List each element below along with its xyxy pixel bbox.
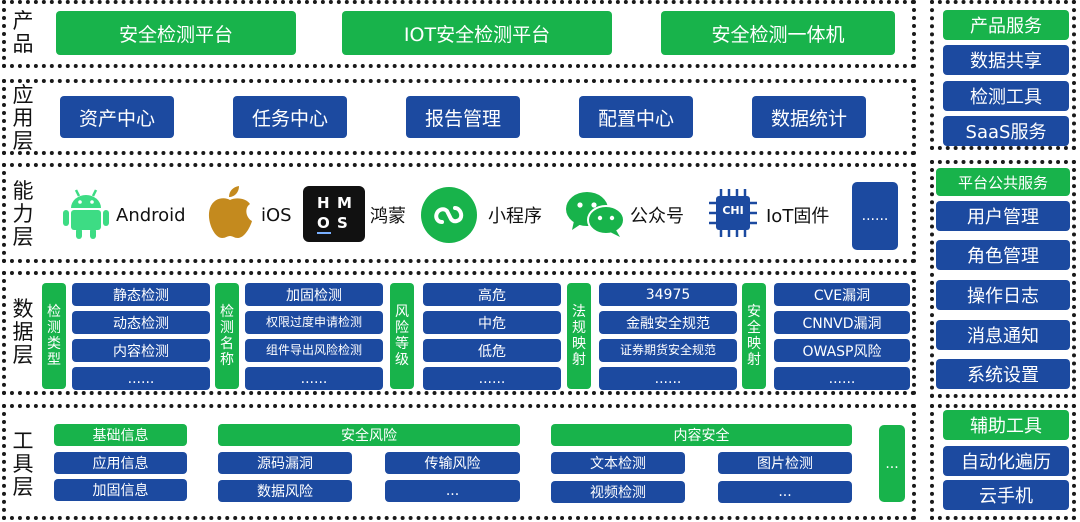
tools-layer bbox=[2, 404, 916, 520]
product-services-panel bbox=[930, 0, 1076, 150]
aux-tools-title: 辅助工具 bbox=[943, 410, 1069, 440]
platform-services-title: 平台公共服务 bbox=[936, 168, 1070, 196]
application-layer bbox=[2, 79, 916, 155]
data-item[interactable]: 静态检测 bbox=[72, 283, 210, 306]
data-item[interactable]: ...... bbox=[423, 367, 561, 390]
application-layer-label: 应 用 层 bbox=[12, 83, 34, 153]
app-item-report-management[interactable]: 报告管理 bbox=[406, 96, 520, 138]
android-icon bbox=[60, 186, 112, 240]
platform-services-panel bbox=[930, 160, 1076, 398]
harmonyos-icon: H M O S bbox=[303, 186, 365, 242]
data-item[interactable]: CVE漏洞 bbox=[774, 283, 910, 306]
product-item[interactable]: IOT安全检测平台 bbox=[342, 11, 612, 55]
data-item[interactable]: ...... bbox=[774, 367, 910, 390]
hmos-letter: H bbox=[317, 194, 330, 212]
app-item-asset-center[interactable]: 资产中心 bbox=[60, 96, 174, 138]
data-item[interactable]: ...... bbox=[599, 367, 737, 390]
chip-text: CHI bbox=[722, 204, 744, 217]
capability-layer-label: 能 力 层 bbox=[12, 179, 34, 249]
app-item-data-statistics[interactable]: 数据统计 bbox=[752, 96, 866, 138]
tools-basic-info-title: 基础信息 bbox=[54, 424, 187, 446]
data-group-title-security-mapping: 安 全 映 射 bbox=[742, 283, 766, 389]
sidebar-item[interactable]: SaaS服务 bbox=[943, 116, 1069, 146]
tools-item[interactable]: ... bbox=[385, 480, 520, 502]
data-item[interactable]: 组件导出风险检测 bbox=[245, 339, 383, 362]
capability-official-account-label: 公众号 bbox=[630, 206, 684, 227]
hmos-letter: S bbox=[337, 214, 348, 232]
tools-item[interactable]: 源码漏洞 bbox=[218, 452, 352, 474]
product-item[interactable]: 安全检测一体机 bbox=[661, 11, 895, 55]
tools-item[interactable]: 加固信息 bbox=[54, 479, 187, 501]
data-group-title-detection-name: 检 测 名 称 bbox=[215, 283, 239, 389]
tools-item[interactable]: 文本检测 bbox=[551, 452, 685, 474]
sidebar-item[interactable]: 云手机 bbox=[943, 480, 1069, 510]
capability-ios-label: iOS bbox=[261, 204, 292, 226]
aux-tools-panel bbox=[930, 404, 1076, 520]
capability-more[interactable]: ...... bbox=[852, 182, 898, 250]
sidebar-item[interactable]: 系统设置 bbox=[936, 359, 1070, 389]
product-layer bbox=[2, 0, 916, 68]
data-item[interactable]: 证券期货安全规范 bbox=[599, 339, 737, 362]
sidebar-item[interactable]: 消息通知 bbox=[936, 320, 1070, 350]
tools-item[interactable]: 视频检测 bbox=[551, 481, 685, 503]
data-group-title-detection-type: 检 测 类 型 bbox=[42, 283, 66, 389]
chip-icon: CHI bbox=[706, 186, 760, 240]
tools-content-security-title: 内容安全 bbox=[551, 424, 852, 446]
capability-android-label: Android bbox=[116, 204, 186, 226]
data-group-title-risk-level: 风 险 等 级 bbox=[390, 283, 414, 389]
sidebar-item[interactable]: 角色管理 bbox=[936, 240, 1070, 270]
data-item[interactable]: CNNVD漏洞 bbox=[774, 311, 910, 334]
tools-item[interactable]: 传输风险 bbox=[385, 452, 520, 474]
mini-program-icon bbox=[420, 186, 478, 244]
tools-item[interactable]: 应用信息 bbox=[54, 452, 187, 474]
data-item[interactable]: 34975 bbox=[599, 283, 737, 306]
data-group-title-regulation-mapping: 法 规 映 射 bbox=[567, 283, 591, 389]
hmos-letter: O bbox=[317, 214, 330, 232]
sidebar-item[interactable]: 用户管理 bbox=[936, 201, 1070, 231]
app-item-task-center[interactable]: 任务中心 bbox=[233, 96, 347, 138]
tools-more[interactable]: ... bbox=[879, 425, 905, 502]
wechat-icon bbox=[564, 190, 626, 238]
tools-layer-label: 工 具 层 bbox=[12, 429, 34, 499]
app-item-config-center[interactable]: 配置中心 bbox=[579, 96, 693, 138]
tools-item[interactable]: ... bbox=[718, 481, 852, 503]
data-item[interactable]: ...... bbox=[72, 367, 210, 390]
data-item[interactable]: 动态检测 bbox=[72, 311, 210, 334]
hmos-letter: M bbox=[337, 194, 352, 212]
product-services-title: 产品服务 bbox=[943, 10, 1069, 40]
capability-layer bbox=[2, 163, 916, 263]
tools-item[interactable]: 图片检测 bbox=[718, 452, 852, 474]
data-layer bbox=[2, 271, 916, 395]
capability-harmony-label: 鸿蒙 bbox=[370, 206, 406, 227]
sidebar-item[interactable]: 操作日志 bbox=[936, 280, 1070, 310]
data-item[interactable]: 内容检测 bbox=[72, 339, 210, 362]
product-item[interactable]: 安全检测平台 bbox=[56, 11, 296, 55]
data-item[interactable]: 中危 bbox=[423, 311, 561, 334]
capability-miniprogram-label: 小程序 bbox=[488, 206, 542, 227]
data-item[interactable]: 低危 bbox=[423, 339, 561, 362]
data-item[interactable]: 高危 bbox=[423, 283, 561, 306]
tools-item[interactable]: 数据风险 bbox=[218, 480, 352, 502]
data-layer-label: 数 据 层 bbox=[12, 297, 34, 367]
sidebar-item[interactable]: 检测工具 bbox=[943, 81, 1069, 111]
capability-iot-firmware-label: IoT固件 bbox=[766, 206, 830, 227]
tools-security-risk-title: 安全风险 bbox=[218, 424, 520, 446]
sidebar-item[interactable]: 数据共享 bbox=[943, 45, 1069, 75]
data-item[interactable]: 金融安全规范 bbox=[599, 311, 737, 334]
data-item[interactable]: OWASP风险 bbox=[774, 339, 910, 362]
data-item[interactable]: 权限过度申请检测 bbox=[245, 311, 383, 334]
product-layer-label: 产 品 bbox=[12, 9, 34, 56]
sidebar-item[interactable]: 自动化遍历 bbox=[943, 446, 1069, 476]
data-item[interactable]: ...... bbox=[245, 367, 383, 390]
data-item[interactable]: 加固检测 bbox=[245, 283, 383, 306]
apple-icon bbox=[204, 184, 256, 240]
